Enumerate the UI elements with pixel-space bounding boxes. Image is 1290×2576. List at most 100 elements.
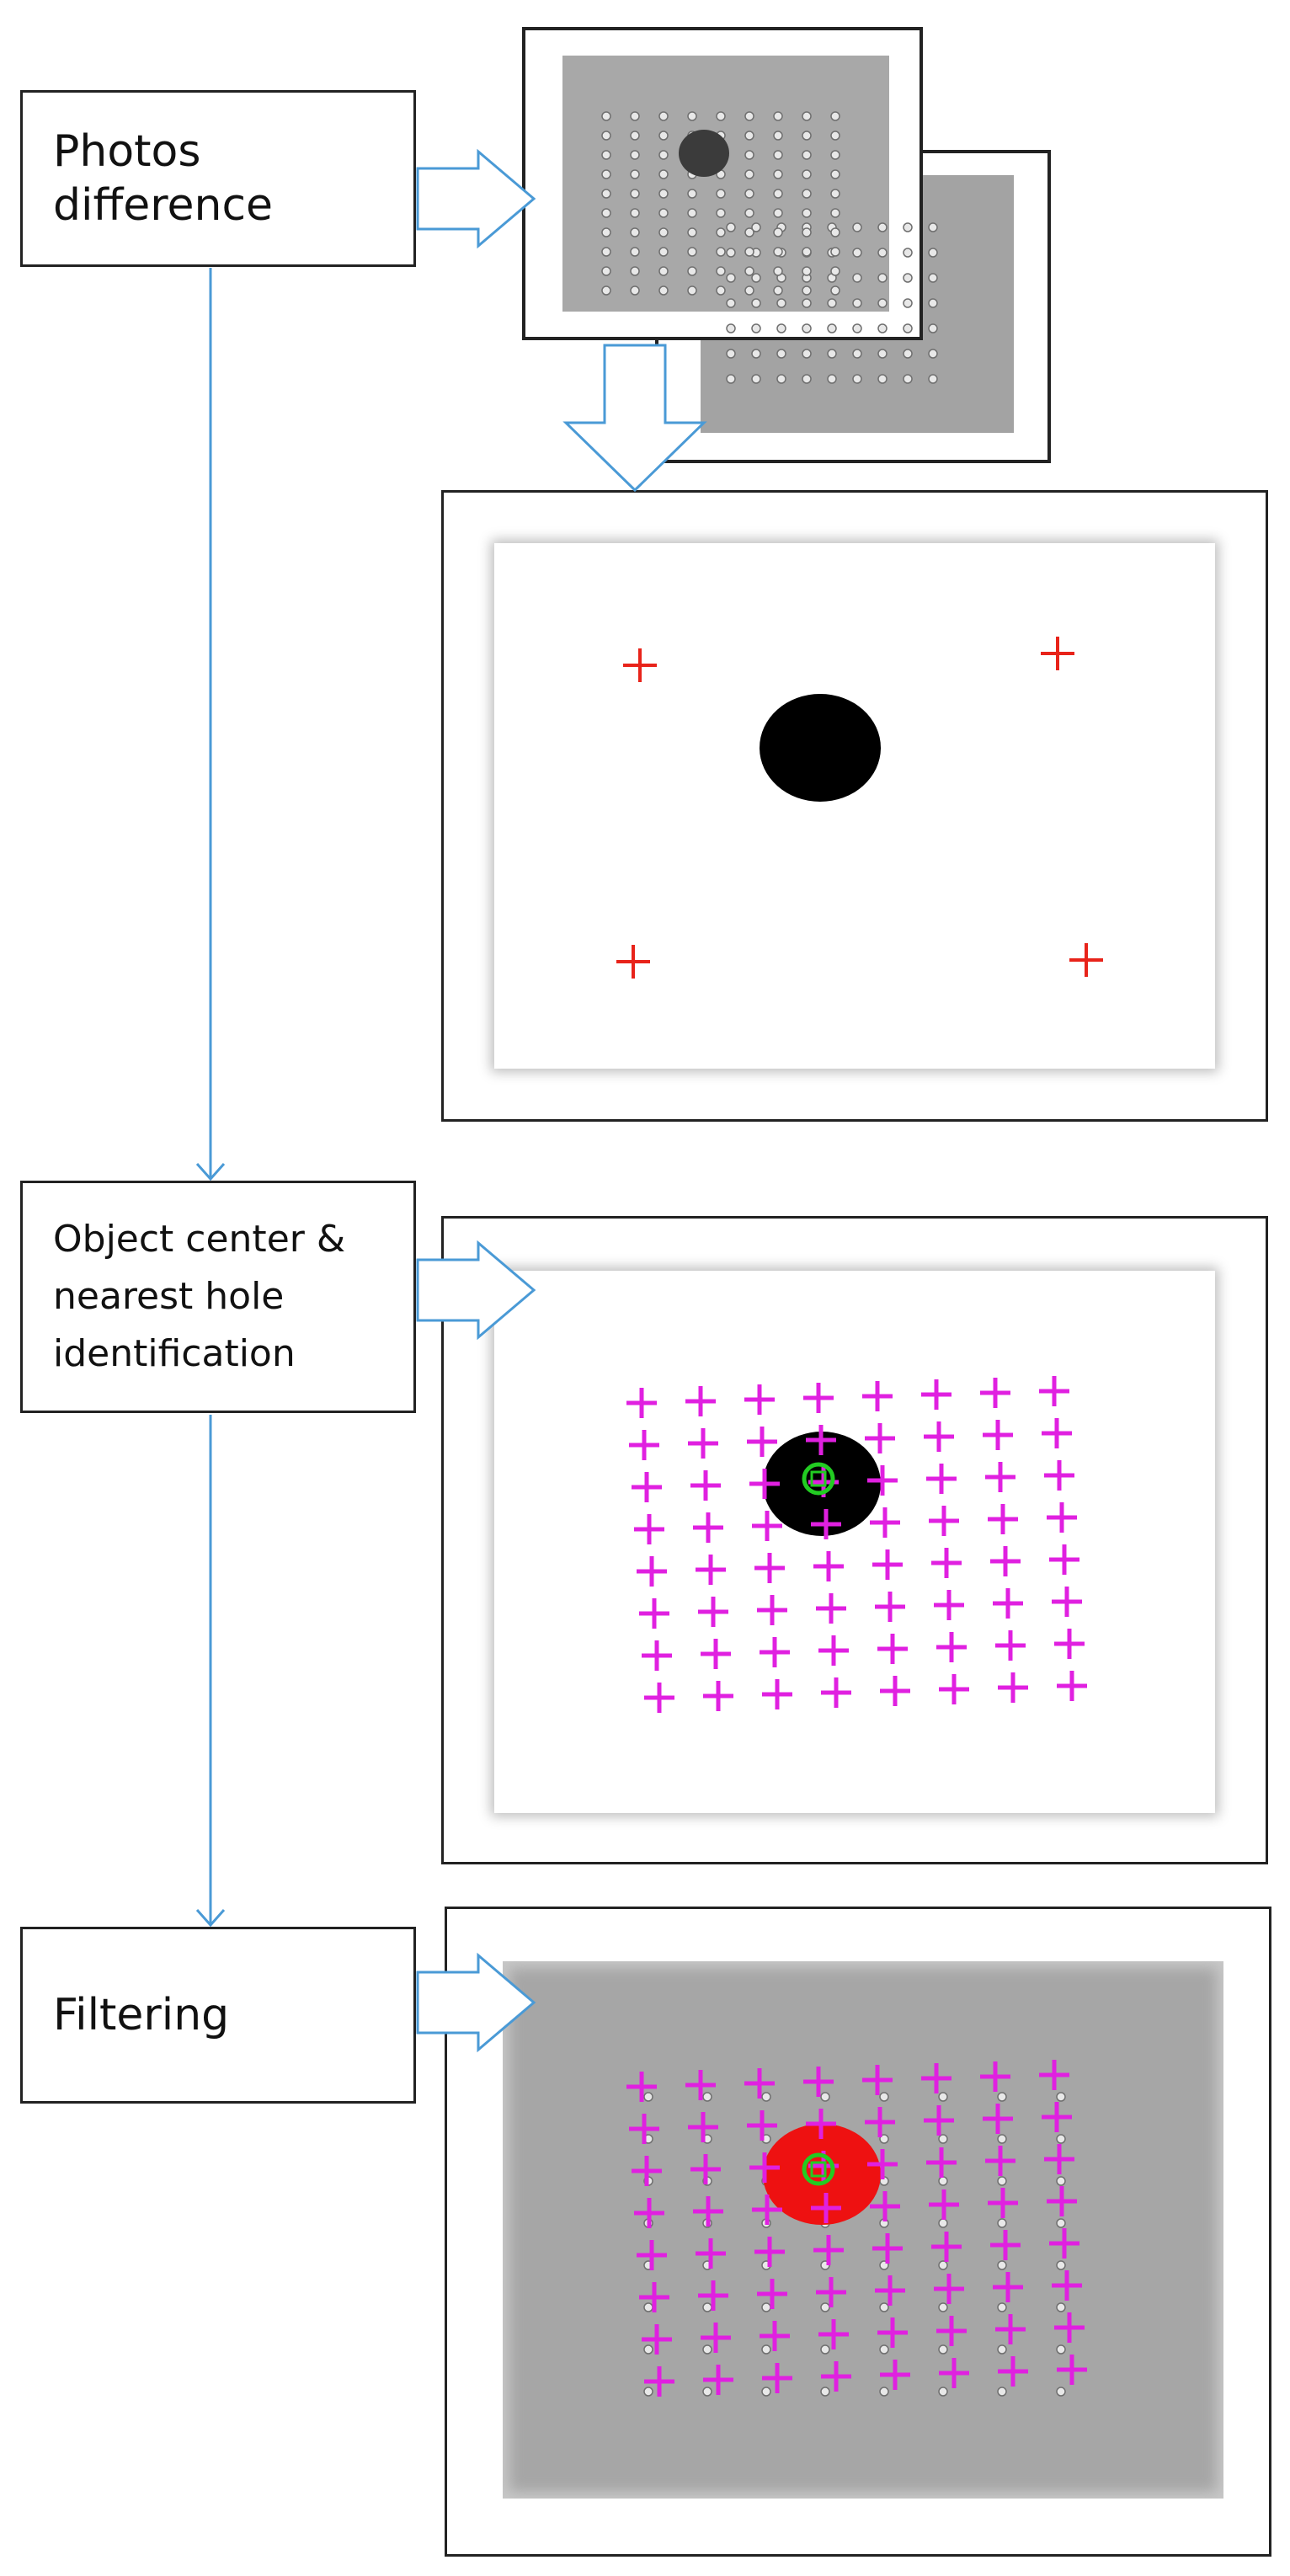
hole-dot-filtered bbox=[820, 2092, 830, 2102]
hole-dot-back bbox=[802, 323, 812, 333]
hole-dot-front bbox=[744, 189, 754, 199]
hole-dot-filtered bbox=[820, 2387, 830, 2397]
hole-dot-front bbox=[773, 189, 783, 199]
step-label-photos-difference: Photos difference bbox=[53, 93, 273, 264]
hole-dot-filtered bbox=[997, 2344, 1007, 2355]
hole-dot-front bbox=[716, 208, 726, 218]
hole-dot-front bbox=[687, 266, 697, 276]
hole-dot-front bbox=[773, 169, 783, 179]
hole-dot-filtered bbox=[938, 2218, 948, 2228]
hole-dot-back bbox=[751, 374, 761, 384]
step-box-object-center: Object center & nearest hole identificat… bbox=[20, 1181, 416, 1413]
hole-dot-front bbox=[658, 169, 669, 179]
step-label-object-center: Object center & nearest hole identificat… bbox=[53, 1183, 345, 1411]
hole-dot-back bbox=[726, 222, 736, 232]
hole-dot-filtered bbox=[1056, 2344, 1066, 2355]
step-box-photos-difference: Photos difference bbox=[20, 90, 416, 267]
hole-dot-back bbox=[827, 349, 837, 359]
hole-dot-filtered bbox=[761, 2092, 771, 2102]
hole-dot-back bbox=[751, 323, 761, 333]
hole-dot-front bbox=[802, 266, 812, 276]
hole-dot-filtered bbox=[643, 2092, 653, 2102]
panel-filtering-result bbox=[445, 1907, 1271, 2557]
hole-dot-front bbox=[687, 247, 697, 257]
hole-dot-filtered bbox=[702, 2092, 712, 2102]
hole-dot-front bbox=[658, 111, 669, 121]
hole-dot-front bbox=[716, 247, 726, 257]
hole-dot-front bbox=[601, 227, 611, 237]
hole-dot-back bbox=[877, 298, 888, 308]
hole-dot-front bbox=[630, 150, 640, 160]
hole-dot-front bbox=[830, 208, 840, 218]
hole-dot-front bbox=[658, 131, 669, 141]
hole-dot-filtered bbox=[997, 2134, 1007, 2144]
step-label-line: difference bbox=[53, 180, 274, 231]
hole-dot-back bbox=[903, 374, 913, 384]
hole-dot-front bbox=[773, 227, 783, 237]
block-arrow-down bbox=[562, 344, 707, 493]
hole-dot-filtered bbox=[879, 2302, 889, 2312]
hole-dot-front bbox=[601, 111, 611, 121]
hole-dot-back bbox=[726, 323, 736, 333]
hole-dot-front bbox=[830, 285, 840, 296]
hole-dot-front bbox=[687, 189, 697, 199]
hole-dot-back bbox=[903, 273, 913, 283]
hole-dot-back bbox=[877, 273, 888, 283]
hole-dot-front bbox=[630, 131, 640, 141]
hole-dot-front bbox=[601, 150, 611, 160]
hole-dot-back bbox=[726, 374, 736, 384]
hole-dot-back bbox=[726, 248, 736, 258]
hole-dot-back bbox=[802, 349, 812, 359]
hole-dot-filtered bbox=[938, 2344, 948, 2355]
hole-dot-front bbox=[830, 227, 840, 237]
hole-dot-front bbox=[658, 266, 669, 276]
hole-dot-front bbox=[658, 208, 669, 218]
hole-dot-front bbox=[601, 285, 611, 296]
hole-dot-front bbox=[802, 247, 812, 257]
hole-dot-front bbox=[630, 189, 640, 199]
hole-dot-filtered bbox=[938, 2092, 948, 2102]
hole-dot-filtered bbox=[879, 2344, 889, 2355]
hole-dot-front bbox=[601, 247, 611, 257]
hole-dot-front bbox=[687, 285, 697, 296]
hole-dot-back bbox=[903, 298, 913, 308]
hole-dot-back bbox=[776, 374, 786, 384]
hole-dot-front bbox=[744, 131, 754, 141]
hole-dot-filtered bbox=[643, 2344, 653, 2355]
hole-dot-front bbox=[630, 266, 640, 276]
hole-dot-front bbox=[601, 266, 611, 276]
hole-dot-front bbox=[687, 227, 697, 237]
hole-dot-filtered bbox=[997, 2302, 1007, 2312]
step-label-line: Object center & bbox=[53, 1218, 346, 1261]
hole-dot-front bbox=[687, 208, 697, 218]
hole-dot-front bbox=[658, 285, 669, 296]
hole-dot-front bbox=[773, 208, 783, 218]
center-image bbox=[494, 1271, 1215, 1813]
block-arrow-right bbox=[416, 1240, 536, 1341]
hole-dot-front bbox=[830, 169, 840, 179]
hole-dot-filtered bbox=[1056, 2092, 1066, 2102]
step-label-line: Photos bbox=[53, 126, 201, 177]
hole-dot-front bbox=[802, 189, 812, 199]
hole-dot-filtered bbox=[1056, 2134, 1066, 2144]
hole-dot-filtered bbox=[1056, 2302, 1066, 2312]
hole-dot-back bbox=[852, 248, 862, 258]
nearest-hole-marker bbox=[810, 1470, 827, 1487]
filtered-image bbox=[503, 1961, 1223, 2499]
panel-center-identification bbox=[441, 1216, 1268, 1864]
hole-dot-filtered bbox=[997, 2387, 1007, 2397]
step-label-line: Filtering bbox=[53, 1990, 230, 2040]
hole-dot-filtered bbox=[1056, 2176, 1066, 2186]
hole-dot-back bbox=[928, 248, 938, 258]
hole-dot-back bbox=[877, 374, 888, 384]
object-center-marker bbox=[802, 1462, 835, 1496]
hole-dot-front bbox=[773, 111, 783, 121]
hole-dot-back bbox=[928, 349, 938, 359]
detected-object bbox=[760, 694, 881, 802]
hole-dot-front bbox=[830, 131, 840, 141]
hole-dot-filtered bbox=[938, 2260, 948, 2270]
hole-dot-back bbox=[928, 273, 938, 283]
connector-line-arrowhead bbox=[195, 1163, 226, 1181]
hole-dot-front bbox=[716, 189, 726, 199]
hole-dot-filtered bbox=[997, 2176, 1007, 2186]
